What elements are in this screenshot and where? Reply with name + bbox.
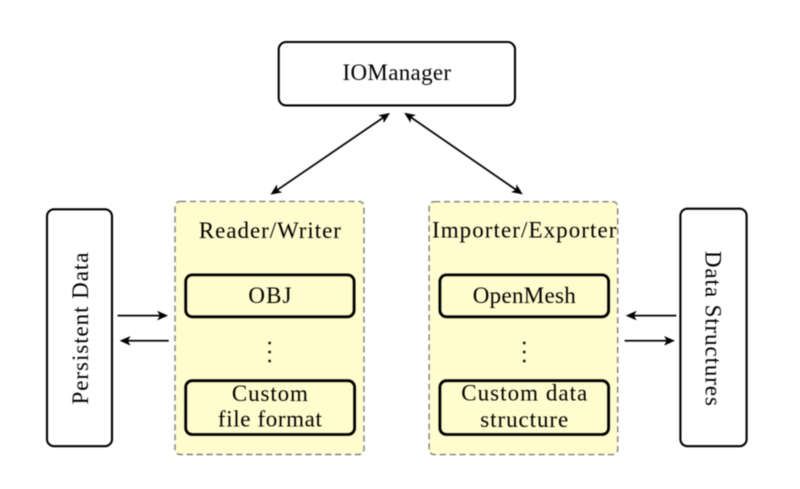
svg-text:structure: structure [480,407,568,432]
svg-text:Persistent Data: Persistent Data [68,253,93,405]
svg-text:OBJ: OBJ [248,283,291,308]
svg-text:file format: file format [218,407,323,432]
svg-text:Custom: Custom [232,381,308,406]
svg-text:OpenMesh: OpenMesh [473,283,577,308]
svg-text:IOManager: IOManager [343,60,452,85]
svg-text:Importer/Exporter: Importer/Exporter [432,217,617,242]
svg-text:Reader/Writer: Reader/Writer [199,218,341,243]
svg-text:Custom data: Custom data [461,381,587,406]
svg-text:Data Structures: Data Structures [701,251,726,406]
